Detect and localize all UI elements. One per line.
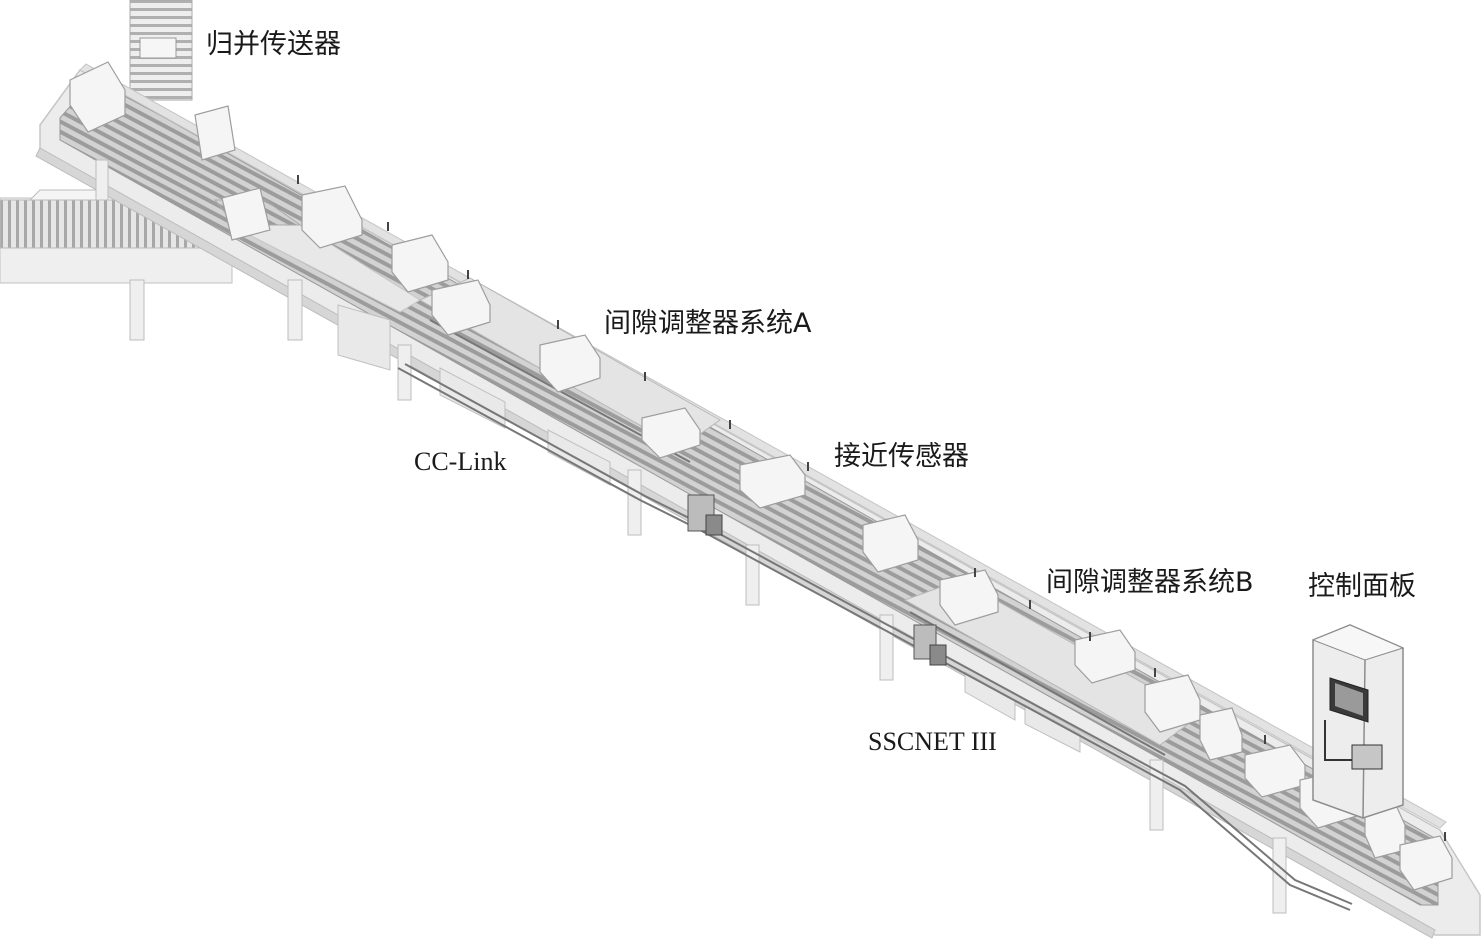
control-panel-label: 控制面板 bbox=[1308, 571, 1416, 602]
cc-link-label: CC-Link bbox=[414, 447, 507, 476]
merge-conveyor-vertical bbox=[129, 0, 193, 101]
merge-conveyor-label: 归并传送器 bbox=[206, 29, 341, 60]
motor-housings bbox=[337, 304, 1081, 753]
servo-amp-b bbox=[913, 624, 947, 666]
servo-amp-a bbox=[687, 494, 723, 536]
gap-adjuster-b-label: 间隙调整器系统B bbox=[1046, 567, 1254, 598]
support-legs bbox=[95, 159, 1287, 914]
gap-adjuster-a-label: 间隙调整器系统A bbox=[604, 308, 812, 339]
conveyor-boxes bbox=[69, 61, 1453, 891]
sensor-posts bbox=[297, 175, 1446, 841]
control-panel-cabinet bbox=[1311, 624, 1405, 819]
sscnet-label: SSCNET III bbox=[868, 727, 997, 756]
proximity-sensor-label: 接近传感器 bbox=[834, 441, 969, 472]
